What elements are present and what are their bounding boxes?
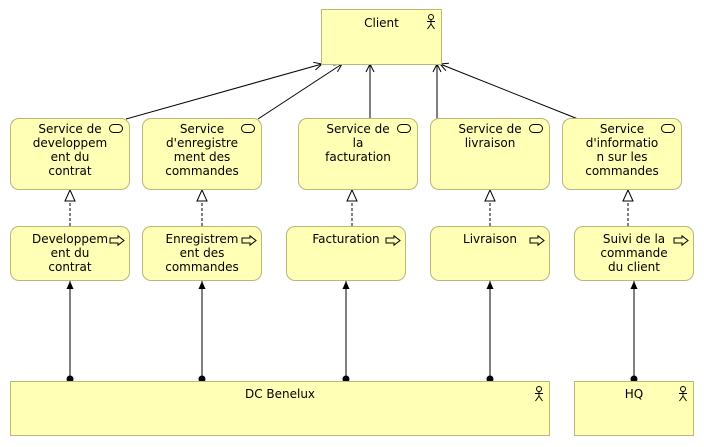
process-p1-label: Developpem ent du contrat	[31, 232, 109, 274]
process-arrow-icon	[385, 235, 401, 246]
assignment-hq-p5-dot	[630, 375, 638, 383]
assignment-dc-p2-dot	[198, 375, 206, 383]
service-s5[interactable]: Service d'informatio n sur les commandes	[562, 118, 682, 190]
serving-s1-client	[125, 64, 322, 120]
client-actor[interactable]: Client	[321, 9, 442, 65]
process-p3-label: Facturation	[312, 232, 380, 246]
service-icon	[529, 124, 543, 133]
service-icon	[661, 124, 675, 133]
dc-benelux-actor-label: DC Benelux	[244, 387, 316, 401]
actor-icon	[535, 386, 543, 402]
service-s1[interactable]: Service de developpem ent du contrat	[10, 118, 130, 190]
service-s5-label: Service d'informatio n sur les commandes	[585, 122, 659, 178]
hq-actor-label: HQ	[624, 387, 644, 401]
service-s4[interactable]: Service de livraison	[430, 118, 550, 190]
process-p2[interactable]: Enregistrem ent des commandes	[142, 226, 262, 281]
actor-icon	[427, 14, 435, 30]
process-p2-label: Enregistrem ent des commandes	[165, 232, 239, 274]
process-arrow-icon	[241, 235, 257, 246]
service-icon	[241, 124, 255, 133]
process-p4-label: Livraison	[463, 232, 517, 246]
process-p3[interactable]: Facturation	[286, 226, 406, 281]
service-s3[interactable]: Service de la facturation	[298, 118, 418, 190]
service-icon	[397, 124, 411, 133]
service-s2[interactable]: Service d'enregistre ment des commandes	[142, 118, 262, 190]
process-arrow-icon	[673, 235, 689, 246]
serving-s2-client	[257, 64, 342, 120]
service-s4-label: Service de livraison	[458, 122, 522, 150]
assignment-dc-p3-dot	[342, 375, 350, 383]
actor-icon	[679, 386, 687, 402]
service-s3-label: Service de la facturation	[325, 122, 391, 164]
hq-actor[interactable]: HQ	[574, 381, 694, 436]
assignment-dc-p1-dot	[66, 375, 74, 383]
process-p5-label: Suivi de la commande du client	[600, 232, 668, 274]
process-p5[interactable]: Suivi de la commande du client	[574, 226, 694, 281]
service-icon	[109, 124, 123, 133]
assignment-dc-p4-dot	[486, 375, 494, 383]
process-p1[interactable]: Developpem ent du contrat	[10, 226, 130, 281]
service-s1-label: Service de developpem ent du contrat	[32, 122, 108, 178]
client-actor-label: Client	[364, 16, 399, 30]
dc-benelux-actor[interactable]: DC Benelux	[10, 381, 550, 436]
service-s2-label: Service d'enregistre ment des commandes	[165, 122, 239, 178]
process-arrow-icon	[529, 235, 545, 246]
serving-s5-client	[440, 64, 579, 120]
process-p4[interactable]: Livraison	[430, 226, 550, 281]
process-arrow-icon	[109, 235, 125, 246]
